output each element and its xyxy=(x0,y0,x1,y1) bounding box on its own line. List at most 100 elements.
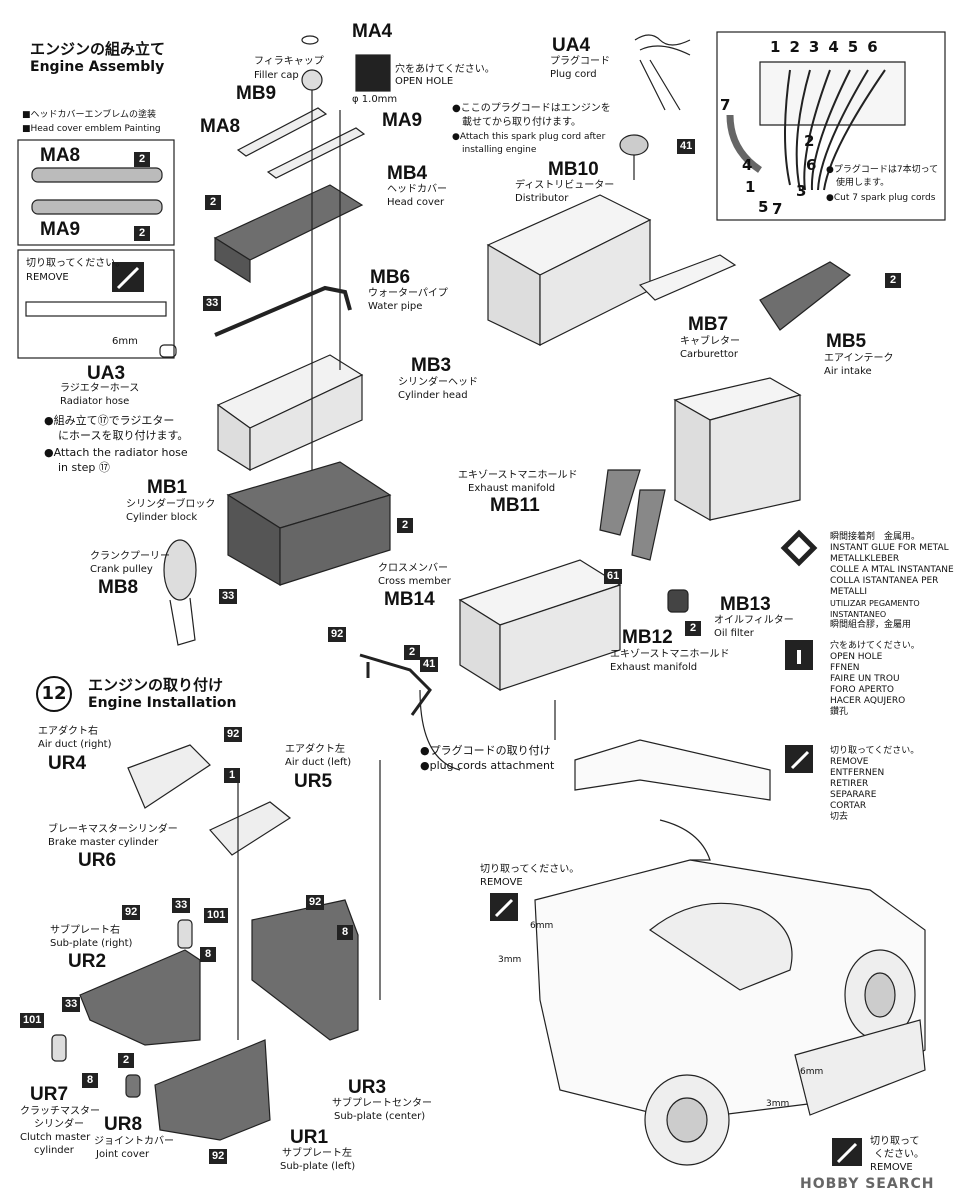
remove-line: ENTFERNEN xyxy=(830,768,885,778)
hole-en: OPEN HOLE xyxy=(395,76,454,87)
ur7-jp2: シリンダー xyxy=(34,1119,84,1130)
ur6-brake-master-cylinder-icon xyxy=(177,919,193,949)
mb12-jp: エキゾーストマニホールド xyxy=(610,649,730,660)
badge-41: 41 xyxy=(677,139,696,154)
section11-title-en: Engine Assembly xyxy=(30,59,165,75)
ur2-sub-plate-right-icon xyxy=(79,949,201,1046)
remove-line: RETIRER xyxy=(830,779,869,789)
ua4-note-en1: ●Attach this spark plug cord after xyxy=(452,132,606,142)
mb12-manifold-icon xyxy=(631,489,666,561)
cord-num-4b: 4 xyxy=(742,156,753,174)
label-ua4: UA4 xyxy=(552,35,591,56)
badge-2: 2 xyxy=(404,645,420,660)
hole-line: FFNEN xyxy=(830,663,860,673)
legend-glue: 瞬間接着剤 金属用。 INSTANT GLUE FOR METAL METALL… xyxy=(830,532,960,631)
legend-hole: 穴をあけてください。 OPEN HOLE FFNEN FAIRE UN TROU… xyxy=(830,641,960,718)
badge-61: 61 xyxy=(604,569,623,584)
mb4-en: Head cover xyxy=(387,197,445,208)
remove-strip-icon xyxy=(25,301,167,317)
ua3-note-en2: in step ⑰ xyxy=(58,461,110,474)
remove-line: 切去 xyxy=(830,812,849,822)
ua3-jp: ラジエターホース xyxy=(60,383,140,394)
ur7-en2: cylinder xyxy=(34,1145,74,1156)
label-mb14: MB14 xyxy=(384,589,435,610)
label-mb7: MB7 xyxy=(688,314,729,335)
mb3-jp: シリンダーヘッド xyxy=(398,377,478,388)
mb3-en: Cylinder head xyxy=(398,390,468,401)
mb14-cross-member-icon xyxy=(359,653,432,716)
badge-1: 1 xyxy=(224,768,240,783)
badge-101: 101 xyxy=(20,1013,45,1028)
label-mb12: MB12 xyxy=(622,627,673,648)
section11-title-jp: エンジンの組み立て xyxy=(30,40,166,58)
watermark: HOBBY SEARCH xyxy=(800,1176,935,1192)
ua4-jp: プラグコード xyxy=(550,56,610,67)
ur7-clutch-master-cylinder-icon xyxy=(51,1034,67,1062)
mb1-en: Cylinder block xyxy=(126,512,198,523)
badge-8: 8 xyxy=(337,925,353,940)
mb12-en: Exhaust manifold xyxy=(610,662,698,673)
label-ma8-emblem: MA8 xyxy=(40,145,81,166)
emblem-en: ■Head cover emblem Painting xyxy=(22,124,161,134)
mb9-jp: フィラキャップ xyxy=(254,56,324,67)
mb5-jp: エアインテーク xyxy=(824,353,894,364)
glue-line: 瞬間接着剤 金属用。 xyxy=(830,532,921,542)
remove-body-en: REMOVE xyxy=(480,877,523,888)
label-ma9-emblem: MA9 xyxy=(40,219,81,240)
mb7-carburettor-icon xyxy=(638,254,737,301)
mb10-en: Distributor xyxy=(515,193,569,204)
ur8-en: Joint cover xyxy=(96,1149,150,1160)
badge-92: 92 xyxy=(224,727,243,742)
mb13-en: Oil filter xyxy=(714,628,754,639)
cord-num-4: 4 xyxy=(828,38,848,56)
cord-num-3b: 3 xyxy=(796,182,807,200)
badge-2: 2 xyxy=(685,621,701,636)
ur8-jp: ジョイントカバー xyxy=(94,1136,174,1147)
badge-33: 33 xyxy=(172,898,191,913)
ur2-jp: サブプレート右 xyxy=(50,925,120,936)
glue-line: 瞬間組合膠，金屬用 xyxy=(830,620,912,630)
badge-2: 2 xyxy=(134,226,150,241)
plug-attach-en: ●plug cords attachment xyxy=(420,759,555,772)
cord-num-1b: 1 xyxy=(745,178,756,196)
ur3-en: Sub-plate (center) xyxy=(334,1111,426,1122)
mb6-en: Water pipe xyxy=(368,301,423,312)
ur3-jp: サブプレートセンター xyxy=(332,1098,432,1109)
mb6-water-pipe-icon xyxy=(214,285,352,337)
mb4-jp: ヘッドカバー xyxy=(387,184,447,195)
label-ur5: UR5 xyxy=(294,771,333,792)
legend-remove: 切り取ってください。 REMOVE ENTFERNEN RETIRER SEPA… xyxy=(830,746,960,823)
cord-num-2: 2 xyxy=(789,38,809,56)
label-mb6: MB6 xyxy=(370,267,411,288)
ur5-air-duct-left-icon xyxy=(209,801,292,856)
dim-6mm: 6mm xyxy=(112,336,138,347)
cord-num-7b: 7 xyxy=(772,200,783,218)
mb10-distributor-icon xyxy=(619,134,649,156)
hole-line: 穴をあけてください。 xyxy=(830,641,920,651)
mb6-jp: ウォーターパイプ xyxy=(368,288,448,299)
badge-33: 33 xyxy=(203,296,222,311)
mb13-jp: オイルフィルター xyxy=(714,615,794,626)
ua3-note-jp2: にホースを取り付けます。 xyxy=(58,429,189,442)
dim-6mm-sill: 6mm xyxy=(800,1067,824,1077)
remove-en: REMOVE xyxy=(26,272,69,283)
ua4-en: Plug cord xyxy=(550,69,597,80)
label-mb9: MB9 xyxy=(236,83,277,104)
remove-sill-jp2: ください。 xyxy=(874,1149,924,1160)
mb11-manifold-icon xyxy=(599,469,641,536)
cord-note-jp1: ●プラグコードは7本切って xyxy=(826,165,939,175)
chassis-frame-icon xyxy=(574,739,771,801)
remove-line: REMOVE xyxy=(830,757,869,767)
mb8-en: Crank pulley xyxy=(90,564,153,575)
cord-num-7a: 7 xyxy=(720,96,731,114)
glue-line: METALLKLEBER xyxy=(830,554,900,564)
ur5-jp: エアダクト左 xyxy=(285,744,345,755)
ma4-part-icon xyxy=(301,35,319,45)
ur7-jp1: クラッチマスター xyxy=(20,1106,100,1117)
remove-jp: 切り取ってください。 xyxy=(26,258,126,269)
mb9-filler-cap-icon xyxy=(301,69,323,91)
mb5-en: Air intake xyxy=(824,366,872,377)
badge-33: 33 xyxy=(62,997,81,1012)
cord-num-5: 5 xyxy=(847,38,868,56)
ua3-note-jp1: ●組み立て⑰でラジエター xyxy=(44,414,175,427)
